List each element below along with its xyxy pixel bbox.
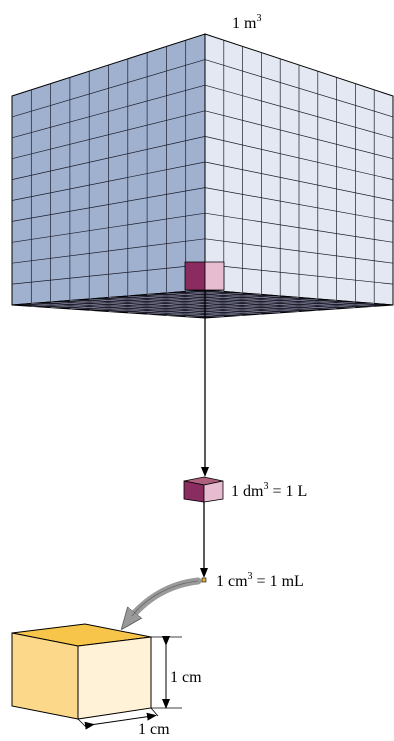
bottom-face-grid-b — [108, 297, 300, 312]
bottom-face-grid-b — [147, 300, 337, 315]
width-dimension-label: 1 cm — [138, 721, 170, 736]
enlarged-cube-front-face — [11, 632, 79, 720]
cubic-centimeter-tiny-cube — [201, 577, 207, 583]
side-face-grid-horizontal — [204, 238, 394, 264]
front-face-grid-horizontal — [11, 161, 206, 201]
cubic-decimeter-label: 1 dm3 = 1 L — [231, 481, 307, 500]
bottom-face-grid-b — [166, 301, 356, 316]
side-face-grid-horizontal — [204, 212, 394, 243]
bottom-face-grid-a — [127, 295, 318, 311]
front-face-grid-horizontal — [11, 212, 206, 243]
cubic-meter-cube: 1 m3 — [11, 13, 394, 319]
highlighted-decimeter-cell — [184, 261, 206, 291]
highlighted-decimeter-cell-side — [204, 261, 225, 291]
cubic-centimeter-cube: 1 cm3 = 1 mL — [201, 571, 304, 590]
cubic-meter-label: 1 m3 — [232, 13, 261, 32]
width-extension-left — [77, 718, 87, 728]
cubic-decimeter-side-face — [203, 480, 224, 503]
cubic-meter-bottom-face — [11, 289, 394, 319]
cubic-centimeter-label: 1 cm3 = 1 mL — [216, 571, 304, 590]
side-face-grid-horizontal — [204, 264, 394, 285]
bottom-face-grid-a — [185, 291, 375, 307]
magnify-curved-arrow — [128, 577, 202, 621]
cubic-meter-grid — [11, 40, 394, 318]
side-face-grid-horizontal — [204, 187, 394, 222]
bottom-face-grid-a — [166, 292, 356, 308]
width-dimension-arrow — [84, 712, 157, 730]
bottom-face-grid-a — [147, 294, 337, 310]
front-face-grid-horizontal — [11, 264, 206, 285]
front-face-grid-horizontal — [11, 238, 206, 264]
bottom-face-grid-b — [127, 298, 318, 314]
front-face-grid-horizontal — [11, 187, 206, 222]
side-face-grid-horizontal — [204, 161, 394, 201]
cubic-decimeter-front-face — [183, 480, 205, 503]
magnify-curved-arrow-outline — [131, 580, 199, 617]
width-extension-right — [150, 707, 159, 717]
height-dimension-label: 1 cm — [170, 669, 202, 686]
enlarged-centimeter-cube: 1 cm 1 cm — [11, 623, 202, 738]
bottom-face-grid-b — [185, 303, 375, 318]
enlarged-cube-side-face — [77, 636, 152, 720]
cubic-decimeter-cube: 1 dm3 = 1 L — [183, 476, 307, 503]
